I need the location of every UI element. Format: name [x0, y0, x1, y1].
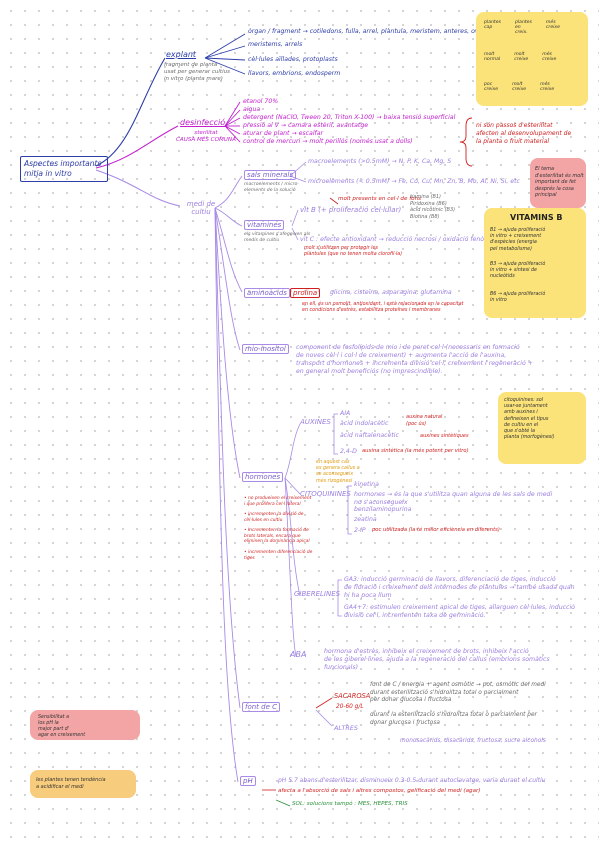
vitc-label: vit C : efecte antioxidant → reducció ne… [300, 236, 495, 243]
sticky-cell: molt normal [484, 52, 501, 62]
citoquinines-item: zeatina [354, 516, 377, 523]
sticky-red: El tema d'esterilitat és molt important … [530, 158, 586, 208]
sals-box: sals minerals [244, 170, 297, 180]
aba-text: hormona d'estrès, inhibeix el creixement… [324, 648, 550, 672]
altres-text: monosacàrids, disacàrids, fructosa, sucr… [400, 738, 546, 744]
sticky-hormones-text: citoquinines: sol usar-se juntament amb … [504, 398, 555, 441]
sacarosa-label: SACAROSA [334, 692, 371, 700]
sacarosa-dose: 20-60 g/L [336, 704, 364, 710]
aminoacids-box: aminoàcids [244, 288, 290, 298]
citoquinines-item: kinetina [354, 481, 379, 488]
desinfeccio-sub: sterilitat CAUSA MÉS COMUNA [176, 130, 236, 144]
vitb-list: tiamina (B1) Piridoxina (B6) àcid nicotí… [410, 194, 456, 220]
auxines-item: àcid naftalenacètic [340, 432, 399, 439]
auxines-item: AIA [340, 410, 351, 417]
desinfeccio-item: pressió al V → camara estèril, avantatge [243, 122, 369, 129]
vitc-note: molt s'utilitzen per protegir les plàntu… [304, 246, 403, 258]
mio-text: component de fosfolípids de mio i de par… [296, 344, 533, 376]
sticky-cell: molt creixe [512, 82, 527, 92]
prolina-box: prolina [290, 288, 321, 298]
mio-box: mio-inositol [242, 344, 289, 354]
explant-desc: fragment de planta usat per generar cult… [164, 62, 230, 83]
desinfeccio-item: aturar de plant → escalfar [243, 130, 324, 137]
auxines-note: auxina sintètica (la més potent per vitr… [362, 448, 469, 454]
sticky-vitb: VITAMINS B B1 → ajuda proliferació in vi… [484, 208, 586, 318]
aba-label: ABA [290, 650, 307, 659]
sticky-cell: molt creixe [514, 52, 529, 62]
vitamines-sub: els vitamines s'afegeixen als medis de c… [244, 232, 311, 243]
giberelines-label: GIBERELINES [294, 590, 341, 598]
ph-sol: SOL: solucions tampó : MES, HEPES, TRIS [292, 801, 408, 807]
auxines-note: auxina natural (poc ús) [406, 414, 443, 427]
vitb-item: B3 → ajuda proliferació in vitro + sínte… [490, 262, 546, 280]
sticky-cell: plantes cap [484, 20, 501, 30]
auxines-note: auxines sintètiques [420, 433, 469, 439]
explant-item: meristems, arrels [248, 41, 303, 48]
giberelines-ga47: GA4+7: estimulen creixement apical de ti… [344, 604, 575, 620]
sticky-hormones: citoquinines: sol usar-se juntament amb … [498, 392, 586, 464]
sacarosa-text2: durant la esterilització s'hidrolitza to… [370, 712, 537, 726]
explant-item: cèl·lules aïllades, protoplasts [248, 56, 338, 63]
vitb-note: molt presents en cel·l de fons [338, 196, 422, 202]
sals-sub: macroelements / micro- elements de la so… [244, 182, 299, 193]
desinfeccio-label: desinfecció [180, 118, 226, 127]
sticky-row: plantes cap plantes en creix. més creixe [484, 20, 560, 35]
sticky-cell: poc creixe [484, 82, 499, 92]
sticky-red-text: El tema d'esterilitat és molt important … [535, 166, 584, 198]
root-node: Aspectes importants mitja in vitro [20, 156, 108, 182]
fontc-box: font de C [242, 702, 281, 712]
aminoacids-list: glicina, cisteïna, asparagina, glutamina [330, 289, 452, 296]
sticky-row: poc creixe molt creixe més creixe [484, 82, 554, 92]
vitb-label: vit B (+ proliferació cel·lular) [300, 206, 402, 214]
citoquinines-note: • incrementen la divisió de cèl·lules en… [244, 512, 304, 523]
citoquinines-label: CITOQUININES [300, 490, 351, 498]
desinfeccio-item: detergent (NaClO, Tween 20, Triton X-100… [243, 114, 456, 121]
citoquinines-item: 2-iP [354, 527, 366, 534]
sals-macro: macroelements (>0.5mM) → N, P, K, Ca, Mg… [308, 158, 452, 165]
auxines-item: àcid indolacètic [340, 420, 389, 427]
sticky-explant: plantes cap plantes en creix. més creixe… [476, 12, 588, 106]
sticky-bottom-red-text: Sensibilitat a los pH la major part d' a… [38, 715, 86, 738]
desinfeccio-item: control de mercuri → molt perillós (nomé… [243, 138, 413, 145]
hormones-box: hormones [242, 472, 284, 482]
citoquinines-def: hormones → és la que s'utilitza quan alg… [354, 491, 553, 507]
sals-micro: microelements (< 0.5mM) → Fe, Co, Cu, Mn… [308, 178, 520, 185]
altres-label: ALTRES [334, 724, 358, 732]
citoquinines-note: • incrementen diferenciació de tiges [244, 550, 313, 561]
explant-item: òrgan / fragment → cotiledons, fulla, ar… [248, 28, 496, 35]
explant-item: llavors, embrions, endosperm [248, 70, 341, 77]
sticky-cell: més creixe [540, 82, 555, 92]
desinfeccio-note: ni són passos d'esterilitat afecten al d… [476, 122, 572, 145]
sticky-bottom-orange: les plantes tenen tendència a acidificar… [30, 770, 136, 798]
citoquinines-ip-note: poc utilitzada (la té millor eficiència … [372, 527, 500, 533]
vitamines-box: vitamines [244, 220, 285, 230]
sticky-cell: més creixe [542, 52, 557, 62]
ph-note: afecta a l'absorció de sals i altres com… [278, 788, 481, 794]
auxines-item: 2,4-D [340, 448, 357, 455]
sacarosa-text: font de C / energia + agent osmòtic → po… [370, 682, 546, 704]
sticky-cell: més creixe [545, 20, 560, 30]
prolina-note: en ell, és un osmolit, antioxidant, i es… [302, 302, 464, 314]
desinfeccio-item: aigua [243, 106, 261, 113]
sticky-row: molt normal molt creixe més creixe [484, 52, 556, 62]
ph-text: pH 5.7 abans d'esterilitzar, disminueix … [278, 777, 546, 784]
vitb-title: VITAMINS B [510, 213, 563, 222]
giberelines-ga3: GA3: inducció germinació de llavors, dif… [344, 576, 575, 600]
vitb-item: B6 → ajuda proliferació in vitro [490, 292, 546, 304]
sticky-bottom-red: Sensibilitat a los pH la major part d' a… [30, 710, 140, 740]
sticky-cell: plantes en creix. [514, 20, 532, 35]
explant-label: explant [166, 50, 197, 59]
citoquinines-item: benzilaminopurina [354, 506, 412, 513]
citoquinines-note: • no produeixen el creixement i que prol… [244, 496, 312, 507]
vitb-item: B1 → ajuda proliferació in vitro + creix… [490, 228, 546, 252]
desinfeccio-item: etanol 70% [243, 98, 279, 105]
auxines-side: en aquest cas es genera callus a se acon… [316, 460, 360, 484]
ph-box: pH [240, 776, 256, 786]
auxines-label: AUXINES [300, 418, 331, 426]
citoquinines-note: • incrementen la formació de brots later… [244, 528, 310, 545]
medi-label: medi de cultiu [186, 200, 216, 216]
sticky-bottom-orange-text: les plantes tenen tendència a acidificar… [36, 777, 106, 790]
